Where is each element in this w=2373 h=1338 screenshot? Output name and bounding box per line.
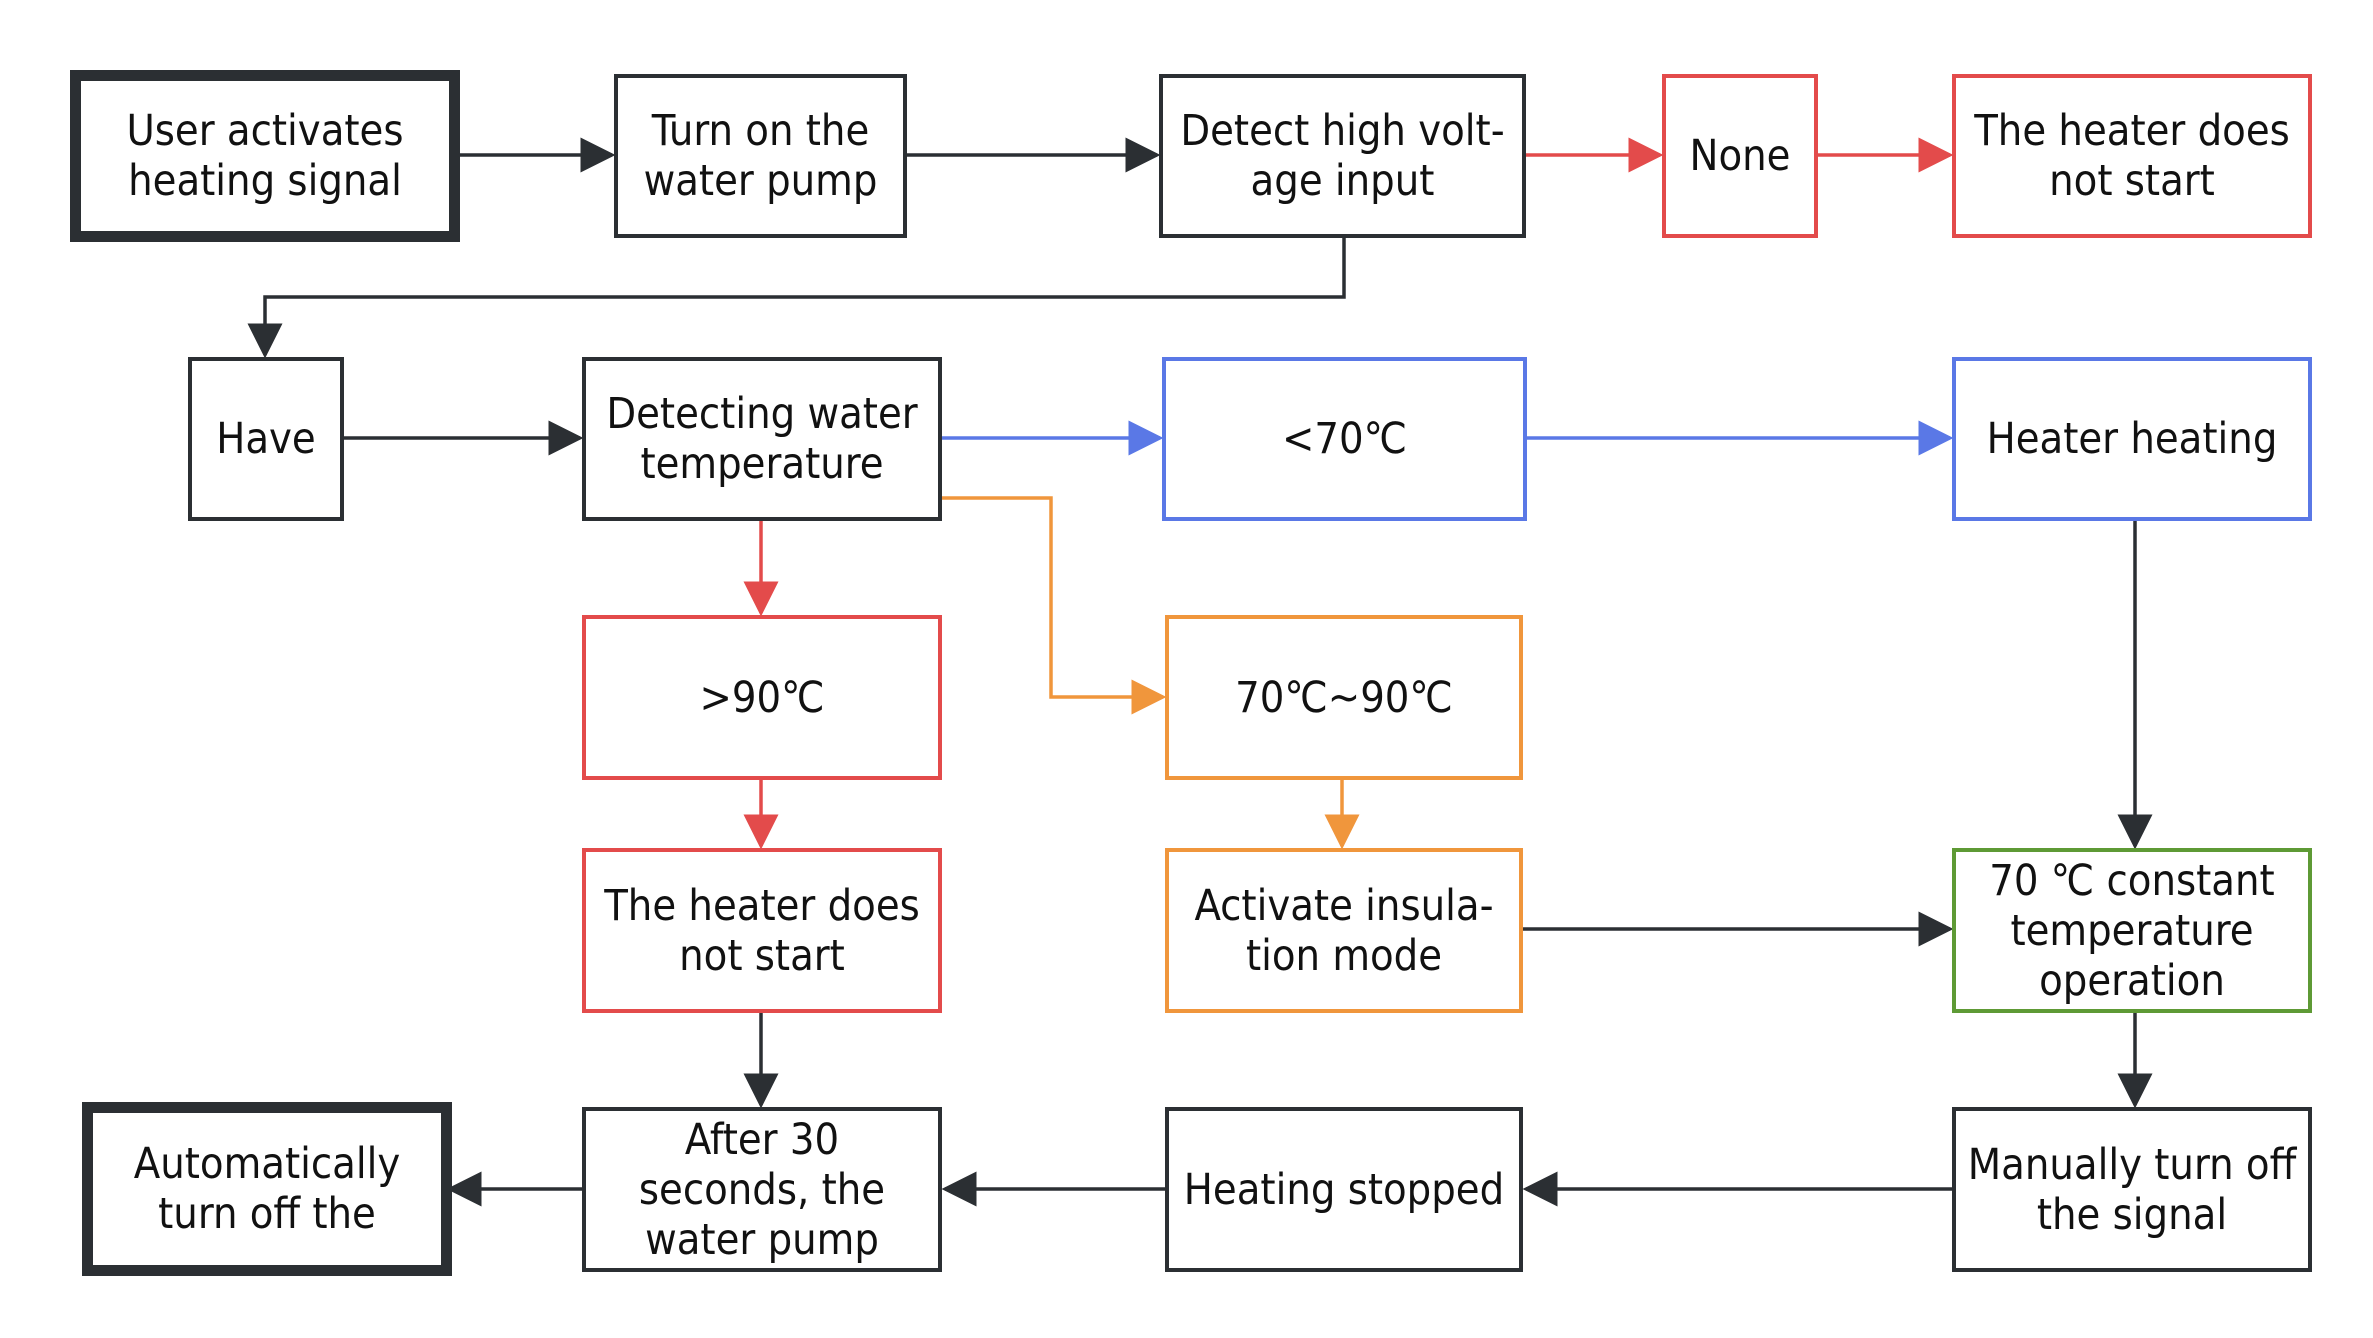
node-insulation-mode-label: Activate insula-tion mode <box>1194 880 1494 981</box>
node-heater-heating: Heater heating <box>1952 357 2312 521</box>
node-auto-turn-off-label: Automatically turn off the <box>133 1139 401 1239</box>
node-70-to-90: 70℃~90℃ <box>1165 615 1523 780</box>
node-have: Have <box>188 357 344 521</box>
node-detect-high-voltage: Detect high volt-age input <box>1159 74 1526 238</box>
node-heater-not-start-top-label: The heater does not start <box>1974 106 2290 206</box>
node-after-30-seconds-label: After 30 seconds, the water pump <box>638 1114 886 1265</box>
node-heater-not-start-middle-label: The heater does not start <box>604 880 920 981</box>
node-heater-not-start-middle: The heater does not start <box>582 848 942 1013</box>
node-auto-turn-off: Automatically turn off the <box>82 1102 452 1276</box>
node-user-activates-label: User activates heating signal <box>126 106 404 206</box>
node-pump-on: Turn on the water pump <box>614 74 907 238</box>
node-above-90-label: >90℃ <box>699 672 825 723</box>
node-heater-not-start-top: The heater does not start <box>1952 74 2312 238</box>
node-below-70: <70℃ <box>1162 357 1527 521</box>
node-detect-water-temperature: Detecting water temperature <box>582 357 942 521</box>
node-none: None <box>1662 74 1818 238</box>
node-manual-turn-off-label: Manually turn off the signal <box>1967 1139 2297 1240</box>
node-have-label: Have <box>216 414 316 464</box>
node-heating-stopped-label: Heating stopped <box>1183 1164 1505 1215</box>
node-constant-temperature: 70 ℃ constant temperature operation <box>1952 848 2312 1013</box>
edge-detect-hv-to-have <box>247 238 1346 359</box>
node-heating-stopped: Heating stopped <box>1165 1107 1523 1272</box>
node-heater-heating-label: Heater heating <box>1986 414 2278 464</box>
node-after-30-seconds: After 30 seconds, the water pump <box>582 1107 942 1272</box>
node-detect-water-temperature-label: Detecting water temperature <box>606 389 918 489</box>
node-below-70-label: <70℃ <box>1281 414 1408 464</box>
node-detect-high-voltage-label: Detect high volt-age input <box>1180 106 1505 206</box>
node-70-to-90-label: 70℃~90℃ <box>1235 672 1453 723</box>
node-user-activates: User activates heating signal <box>70 70 460 242</box>
node-insulation-mode: Activate insula-tion mode <box>1165 848 1523 1013</box>
node-constant-temperature-label: 70 ℃ constant temperature operation <box>1989 855 2275 1006</box>
edge-detect-temp-to-range <box>940 496 1167 715</box>
node-pump-on-label: Turn on the water pump <box>643 106 878 206</box>
node-above-90: >90℃ <box>582 615 942 780</box>
node-none-label: None <box>1689 131 1791 181</box>
node-manual-turn-off: Manually turn off the signal <box>1952 1107 2312 1272</box>
